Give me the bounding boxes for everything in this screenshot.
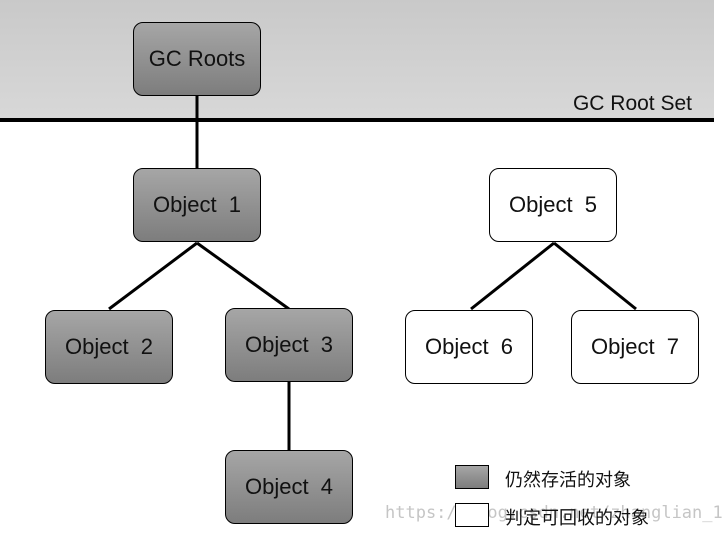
link-object5-object6: [470, 241, 555, 311]
legend-collectable-label: 判定可回收的对象: [505, 508, 649, 529]
legend-alive-label: 仍然存活的对象: [505, 470, 631, 491]
object-7-node: Object 7: [571, 310, 699, 384]
link-object1-object3: [196, 241, 290, 311]
gc-root-set-label: GC Root Set: [572, 92, 692, 115]
legend-collectable-swatch: [455, 503, 489, 527]
object-3-node: Object 3: [225, 308, 353, 382]
root-set-divider: [0, 118, 714, 122]
link-object5-object7: [553, 241, 637, 311]
link-object1-object2: [108, 241, 198, 311]
object-6-node: Object 6: [405, 310, 533, 384]
object-2-node: Object 2: [45, 310, 173, 384]
gc-root-set-region: [0, 0, 714, 119]
object-4-node: Object 4: [225, 450, 353, 524]
object-1-node: Object 1: [133, 168, 261, 242]
object-5-node: Object 5: [489, 168, 617, 242]
legend-alive-swatch: [455, 465, 489, 489]
gc-roots-node: GC Roots: [133, 22, 261, 96]
